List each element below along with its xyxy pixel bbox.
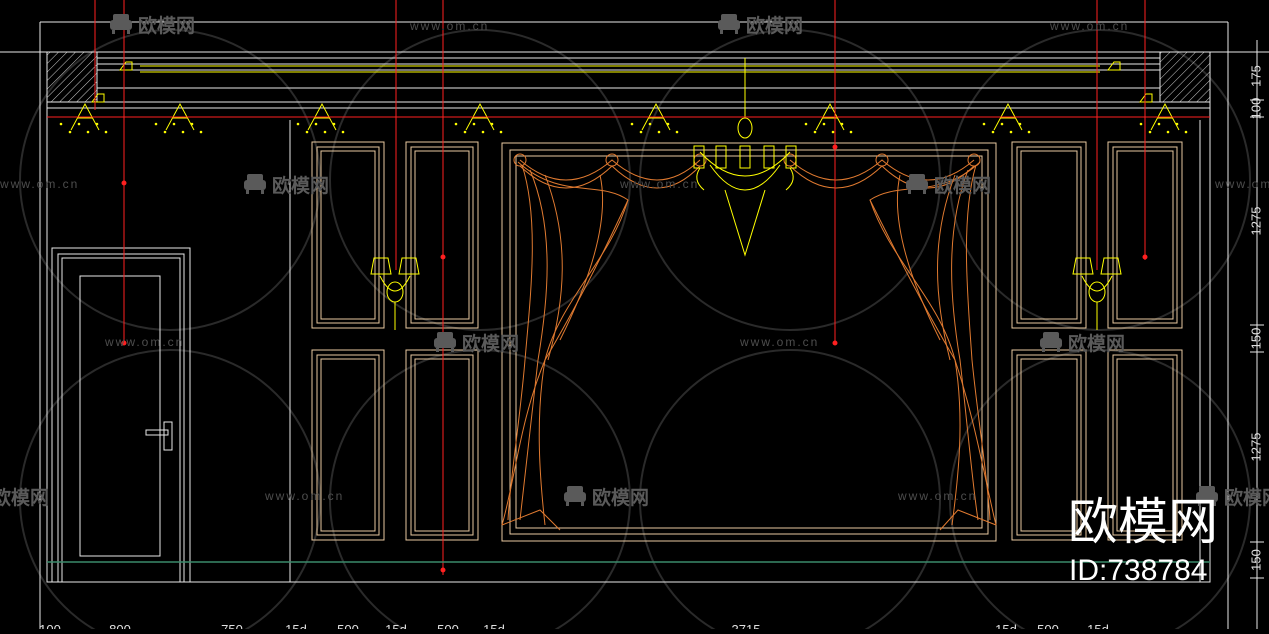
curtain-left bbox=[501, 161, 629, 531]
right-dimension-chain bbox=[1250, 40, 1264, 629]
door-handle-icon bbox=[145, 421, 173, 451]
sofa-logo-icon bbox=[1040, 332, 1062, 352]
sofa-logo-icon bbox=[718, 14, 740, 34]
dimension-label: 500 bbox=[1037, 622, 1059, 629]
watermark-url: www.om.cn bbox=[264, 489, 344, 503]
sofa-logo-icon bbox=[244, 174, 266, 194]
downlight-icon bbox=[454, 102, 503, 134]
watermark-url: www.om.cn bbox=[1049, 19, 1129, 33]
dimension-label: 15d bbox=[483, 622, 505, 629]
sofa-logo-icon bbox=[434, 332, 456, 352]
dimension-label: 1275 bbox=[1249, 433, 1264, 462]
wall-panel bbox=[1107, 349, 1183, 541]
sofa-logo-icon bbox=[564, 486, 586, 506]
watermark-url: www.om.cn bbox=[739, 335, 819, 349]
wall-panel bbox=[311, 349, 385, 541]
dimension-label: 3715 bbox=[732, 622, 761, 629]
watermark-brand: 欧模网 bbox=[1068, 332, 1125, 355]
watermark-brand: 欧模网 bbox=[746, 14, 803, 37]
window-frame bbox=[501, 142, 997, 542]
dimension-label: 500 bbox=[337, 622, 359, 629]
sofa-logo-icon bbox=[906, 174, 928, 194]
dimension-label: 15d bbox=[285, 622, 307, 629]
watermark-url: www.om.cn bbox=[1214, 177, 1269, 191]
downlight-icon bbox=[804, 102, 853, 134]
sofa-logo-icon bbox=[110, 14, 132, 34]
downlight-icon bbox=[296, 102, 345, 134]
curtain-valance bbox=[513, 153, 981, 189]
downlight-icon bbox=[59, 102, 108, 134]
wall-panel bbox=[311, 141, 385, 329]
downlight-icon bbox=[154, 102, 203, 134]
dimension-label: 15d bbox=[995, 622, 1017, 629]
watermark-url: www.om.cn bbox=[0, 177, 79, 191]
dimension-label: 100 bbox=[39, 622, 61, 629]
right-dimension-labels: 175 100 1275 150 1275 150 bbox=[1249, 65, 1264, 571]
dimension-label: 100 bbox=[1249, 98, 1264, 120]
watermark-url: www.om.cn bbox=[104, 335, 184, 349]
dimension-label: 150 bbox=[1249, 328, 1264, 350]
wall-panel bbox=[405, 141, 479, 329]
dimension-label: 175 bbox=[1249, 65, 1264, 87]
dimension-label: 15d bbox=[1087, 622, 1109, 629]
watermark-url: www.om.cn bbox=[619, 177, 699, 191]
watermark-brand: 欧模网 bbox=[462, 332, 519, 355]
downlight-row bbox=[59, 102, 1188, 134]
watermark-brand: 欧模网 bbox=[0, 486, 49, 509]
dimension-label: 500 bbox=[437, 622, 459, 629]
dimension-label: 750 bbox=[221, 622, 243, 629]
watermark-id-text: ID:738784 bbox=[1069, 554, 1208, 587]
watermark-brand: 欧模网 bbox=[272, 174, 329, 197]
dimension-label: 1275 bbox=[1249, 207, 1264, 236]
watermark-url: www.om.cn bbox=[897, 489, 977, 503]
watermark-brand: 欧模网 bbox=[1224, 486, 1269, 509]
dimension-label: 15d bbox=[385, 622, 407, 629]
bottom-dimension-labels: 100 800 750 15d 500 15d 500 15d 3715 15d 500 15d bbox=[39, 622, 1109, 634]
watermark-brand: 欧模网 bbox=[138, 14, 195, 37]
downlight-icon bbox=[630, 102, 679, 134]
downlight-icon bbox=[1139, 102, 1188, 134]
dimension-label: 800 bbox=[109, 622, 131, 629]
sofa-logo-icon bbox=[1196, 486, 1218, 506]
door bbox=[51, 247, 191, 583]
axis-lines bbox=[47, 0, 1210, 575]
wall-panel bbox=[405, 349, 479, 541]
watermark-logo-text: 欧模网 bbox=[1068, 493, 1218, 551]
wall-panel bbox=[1011, 141, 1087, 329]
watermark-brand: 欧模网 bbox=[934, 174, 991, 197]
downlight-icon bbox=[982, 102, 1031, 134]
wall-panel bbox=[1011, 349, 1087, 541]
watermark-circles bbox=[19, 29, 1251, 634]
ceiling-section bbox=[46, 51, 1211, 109]
wall-sconce-icon bbox=[1072, 257, 1122, 330]
dimension-label: 150 bbox=[1249, 549, 1264, 571]
watermark-brand: 欧模网 bbox=[592, 486, 649, 509]
chandelier-icon bbox=[693, 58, 797, 257]
wall-sconce-icon bbox=[370, 257, 420, 330]
curtain-right bbox=[869, 161, 997, 531]
watermark-url: www.om.cn bbox=[409, 19, 489, 33]
wall-divider bbox=[289, 120, 1201, 582]
wainscot-panels bbox=[311, 141, 1183, 541]
